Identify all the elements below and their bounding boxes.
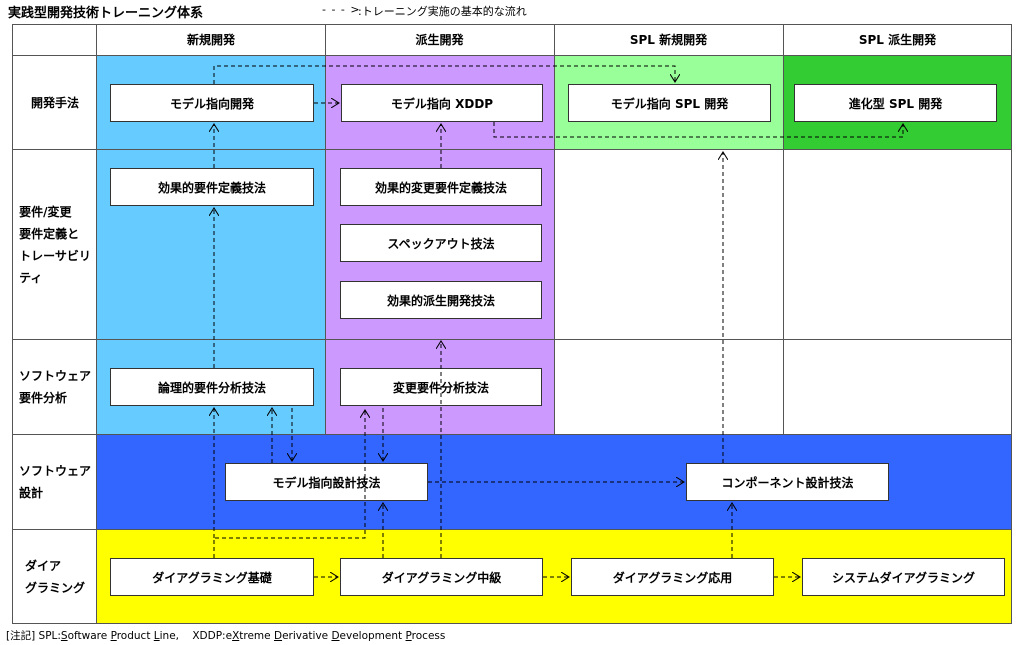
grid-line — [12, 55, 1012, 56]
footnote: [注記] SPL:Software Product Line, XDDP:eXt… — [6, 630, 446, 642]
column-header-spl-deriv: SPL 派生開発 — [858, 33, 937, 47]
grid-line — [12, 149, 1012, 150]
box-system-diagramming: システムダイアグラミング — [802, 558, 1005, 596]
box-spec-out: スペックアウト技法 — [340, 224, 542, 262]
legend-arrow: - - - > — [322, 3, 361, 16]
box-change-req-def: 効果的変更要件定義技法 — [340, 168, 542, 206]
box-model-design: モデル指向設計技法 — [225, 463, 428, 501]
row-label-sw-analysis: ソフトウェア 要件分析 — [18, 369, 91, 405]
matrix-frame — [12, 24, 1012, 624]
box-model-xddp: モデル指向 XDDP — [341, 84, 543, 122]
legend-text: :トレーニング実施の基本的な流れ — [358, 5, 527, 18]
box-model-spl-dev: モデル指向 SPL 開発 — [568, 84, 771, 122]
box-deriv-dev-tech: 効果的派生開発技法 — [340, 281, 542, 319]
grid-line — [96, 24, 97, 624]
box-logical-req-analysis: 論理的要件分析技法 — [110, 368, 314, 406]
column-header-spl-new: SPL 新規開発 — [629, 33, 708, 47]
box-evolutionary-spl: 進化型 SPL 開発 — [794, 84, 997, 122]
diagram-title: 実践型開発技術トレーニング体系 — [8, 6, 204, 21]
grid-line — [554, 24, 555, 434]
row-label-sw-design: ソフトウェア 設計 — [18, 464, 91, 500]
grid-line — [325, 24, 326, 434]
box-component-design: コンポーネント設計技法 — [686, 463, 889, 501]
row-label-requirements: 要件/変更 要件定義と トレーサビリ ティ — [19, 204, 91, 285]
column-header-deriv-dev: 派生開発 — [415, 33, 464, 47]
column-header-new-dev: 新規開発 — [186, 33, 235, 47]
box-model-driven-dev: モデル指向開発 — [110, 84, 314, 122]
grid-line — [12, 434, 1012, 435]
grid-line — [783, 24, 784, 434]
box-diagramming-applied: ダイアグラミング応用 — [571, 558, 774, 596]
box-diagramming-basic: ダイアグラミング基礎 — [110, 558, 314, 596]
row-label-dev-method: 開発手法 — [30, 95, 79, 110]
box-change-req-analysis: 変更要件分析技法 — [340, 368, 542, 406]
box-diagramming-mid: ダイアグラミング中級 — [340, 558, 543, 596]
grid-line — [12, 339, 1012, 340]
row-label-diagramming: ダイア グラミング — [24, 559, 85, 595]
grid-line — [12, 529, 1012, 530]
box-requirements-def: 効果的要件定義技法 — [110, 168, 314, 206]
